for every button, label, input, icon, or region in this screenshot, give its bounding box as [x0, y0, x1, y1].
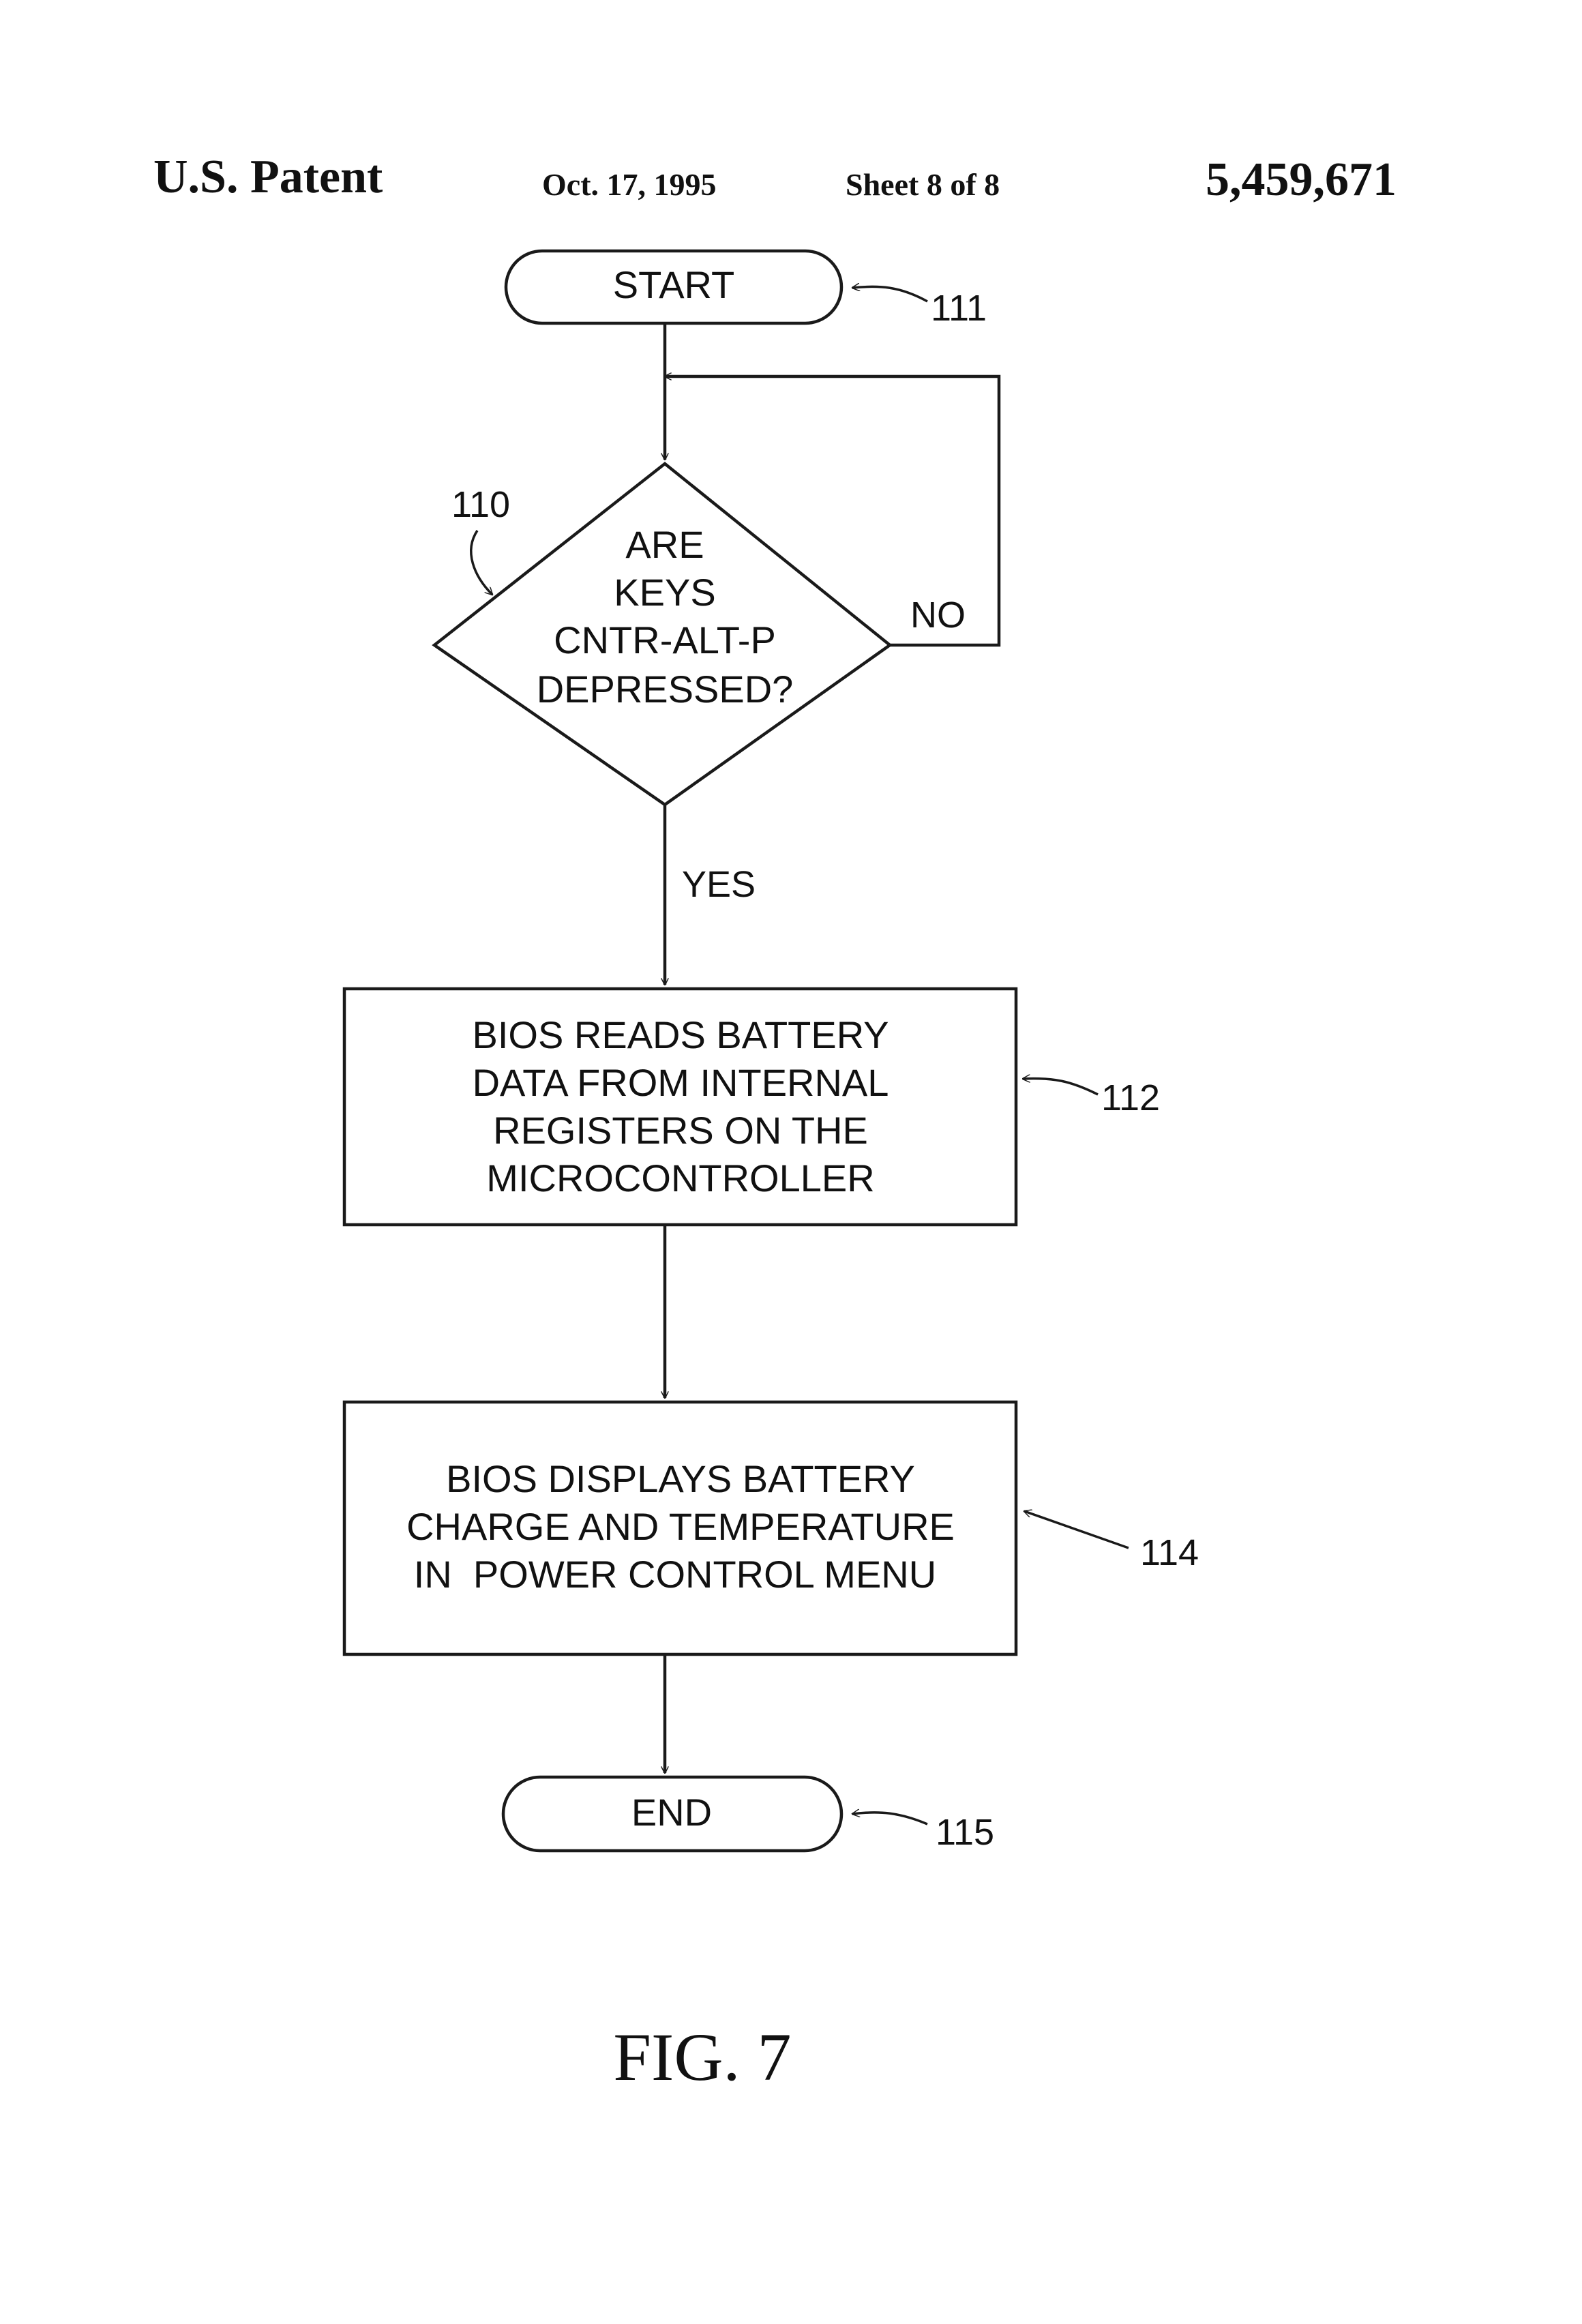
start-label: START: [613, 263, 734, 306]
process-read-line-3: REGISTERS ON THE: [493, 1109, 868, 1152]
process-read-battery: BIOS READS BATTERY DATA FROM INTERNAL RE…: [344, 989, 1016, 1225]
process-display-line-3: IN POWER CONTROL MENU: [414, 1553, 936, 1596]
decision-line-1: ARE: [625, 523, 704, 566]
process-display-line-1: BIOS DISPLAYS BATTERY: [446, 1457, 915, 1500]
process-read-line-2: DATA FROM INTERNAL: [473, 1061, 889, 1104]
process-read-line-4: MICROCONTROLLER: [486, 1157, 874, 1200]
yes-label: YES: [682, 864, 756, 905]
figure-label: FIG. 7: [613, 2019, 791, 2095]
header-date: Oct. 17, 1995: [542, 167, 717, 202]
process-display-line-2: CHARGE AND TEMPERATURE: [406, 1505, 955, 1548]
ref-110: 110: [451, 484, 510, 525]
ref-110-leader: [471, 531, 492, 595]
ref-115-leader: [852, 1813, 927, 1824]
ref-112: 112: [1101, 1077, 1160, 1118]
start-terminal: START: [506, 251, 841, 323]
header-left: U.S. Patent: [153, 151, 383, 203]
decision-line-2: KEYS: [614, 571, 715, 614]
ref-115: 115: [936, 1812, 994, 1853]
decision-line-3: CNTR-ALT-P: [554, 619, 776, 661]
ref-111-leader: [852, 286, 927, 301]
end-terminal: END: [503, 1777, 841, 1851]
process-read-line-1: BIOS READS BATTERY: [473, 1013, 889, 1056]
no-label: NO: [910, 595, 966, 636]
ref-111: 111: [931, 288, 987, 329]
ref-114-leader: [1024, 1511, 1129, 1548]
ref-114: 114: [1140, 1532, 1199, 1573]
ref-112-leader: [1023, 1079, 1098, 1094]
header-sheet: Sheet 8 of 8: [846, 167, 1000, 202]
end-label: END: [631, 1791, 712, 1834]
process-display-battery: BIOS DISPLAYS BATTERY CHARGE AND TEMPERA…: [344, 1402, 1016, 1654]
decision-line-4: DEPRESSED?: [537, 668, 794, 711]
header-patent-number: 5,459,671: [1206, 153, 1397, 206]
